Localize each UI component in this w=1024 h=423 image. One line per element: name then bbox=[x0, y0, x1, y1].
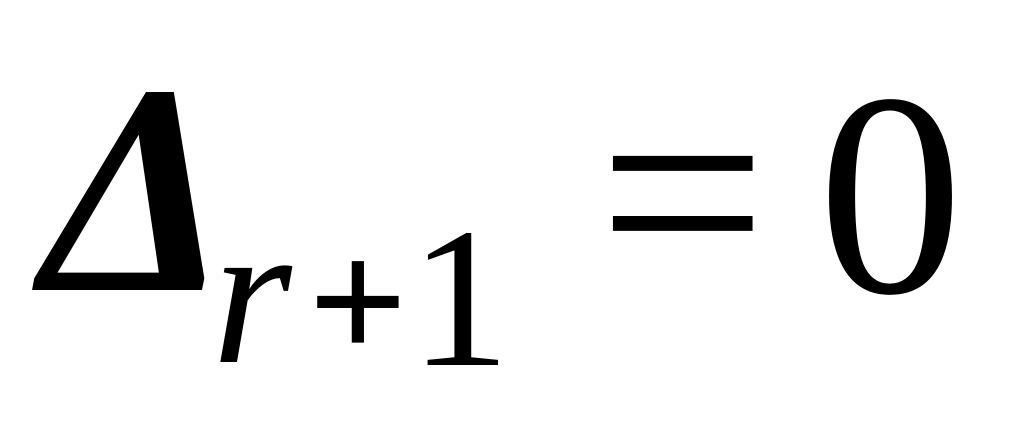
subscript-plus: + bbox=[308, 204, 408, 398]
equals-sign: = bbox=[598, 26, 767, 358]
subscript-variable-r: r bbox=[212, 180, 293, 407]
subscript-number-one: 1 bbox=[410, 188, 510, 409]
zero-value: 0 bbox=[818, 34, 963, 355]
delta-symbol: Δ bbox=[28, 23, 230, 355]
